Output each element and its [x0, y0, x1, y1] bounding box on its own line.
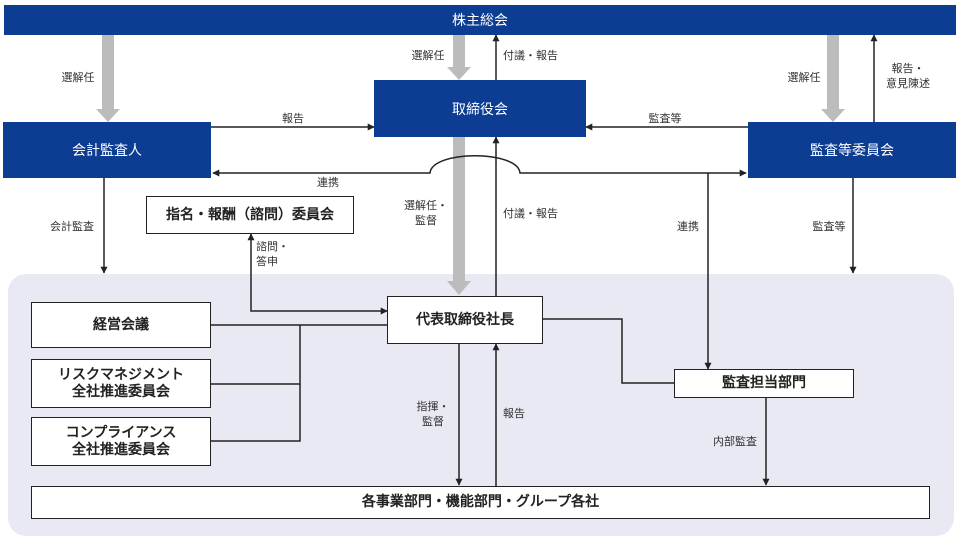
label-committee-report: 報告・ 意見陳述 — [880, 61, 936, 91]
gray-arrow-head-committee — [821, 109, 845, 122]
compliance-committee-line2: 全社推進委員会 — [72, 441, 170, 458]
risk-committee-line2: 全社推進委員会 — [72, 383, 170, 400]
board-of-directors-box: 取締役会 — [374, 80, 586, 137]
compliance-committee-box: コンプライアンス 全社推進委員会 — [31, 417, 211, 466]
label-committee-report-line1: 報告・ — [891, 62, 925, 75]
label-internal-audit: 内部監査 — [713, 435, 757, 448]
gray-arrow-shaft-auditor — [102, 35, 114, 110]
label-auditor-report-board: 報告 — [282, 112, 304, 125]
label-command-line2: 監督 — [422, 415, 444, 428]
label-board-elect-supervise: 選解任・ 監督 — [400, 198, 452, 228]
gray-arrow-shaft-board — [453, 35, 465, 68]
label-consult: 諮問・ 答申 — [256, 239, 296, 269]
gray-arrow-head-president — [447, 281, 471, 295]
compliance-committee-line1: コンプライアンス — [65, 424, 177, 441]
label-board-elect-supervise-line2: 監督 — [415, 214, 437, 227]
label-elect-committee: 選解任 — [787, 71, 821, 84]
arrow-nomination-president — [247, 233, 388, 315]
risk-committee-line1: リスクマネジメント — [58, 366, 184, 383]
shareholders-meeting-bar: 株主総会 — [4, 5, 956, 35]
label-units-report: 報告 — [503, 407, 525, 420]
audit-committee-box: 監査等委員会 — [748, 122, 956, 178]
line-compliance-committee — [211, 384, 301, 442]
nomination-committee-box: 指名・報酬（諮問）委員会 — [146, 196, 354, 234]
label-cooperation-internal: 連携 — [677, 220, 699, 233]
label-committee-audit-down: 監査等 — [812, 220, 846, 233]
label-command-line1: 指揮・ — [416, 400, 450, 413]
label-committee-report-line2: 意見陳述 — [886, 77, 930, 90]
label-consult-line2: 答申 — [256, 255, 278, 268]
label-board-elect-supervise-line1: 選解任・ — [404, 199, 448, 212]
management-meeting-box: 経営会議 — [31, 302, 211, 348]
label-board-report-shareholders: 付議・報告 — [503, 49, 558, 62]
gray-arrow-shaft-president — [453, 137, 465, 282]
accounting-auditor-box: 会計監査人 — [3, 122, 211, 178]
line-risk-committee — [211, 325, 301, 385]
internal-audit-box: 監査担当部門 — [674, 369, 854, 398]
risk-committee-box: リスクマネジメント 全社推進委員会 — [31, 359, 211, 408]
label-accounting-audit: 会計監査 — [50, 220, 94, 233]
gray-arrow-head-auditor — [96, 109, 120, 122]
cooperation-line-top — [212, 155, 747, 177]
label-consult-line1: 諮問・ — [256, 240, 289, 253]
label-committee-audit-board: 監査等 — [648, 112, 682, 125]
president-box: 代表取締役社長 — [387, 296, 543, 344]
label-elect-auditor: 選解任 — [61, 71, 95, 84]
label-cooperation-top: 連携 — [317, 176, 339, 189]
line-president-internal-audit — [543, 318, 674, 384]
label-command: 指揮・ 監督 — [410, 399, 456, 429]
gray-arrow-head-board — [447, 67, 471, 80]
business-units-box: 各事業部門・機能部門・グループ各社 — [31, 486, 930, 519]
gray-arrow-shaft-committee — [827, 35, 839, 110]
label-elect-board: 選解任 — [411, 49, 445, 62]
label-president-report-board: 付議・報告 — [503, 207, 558, 220]
